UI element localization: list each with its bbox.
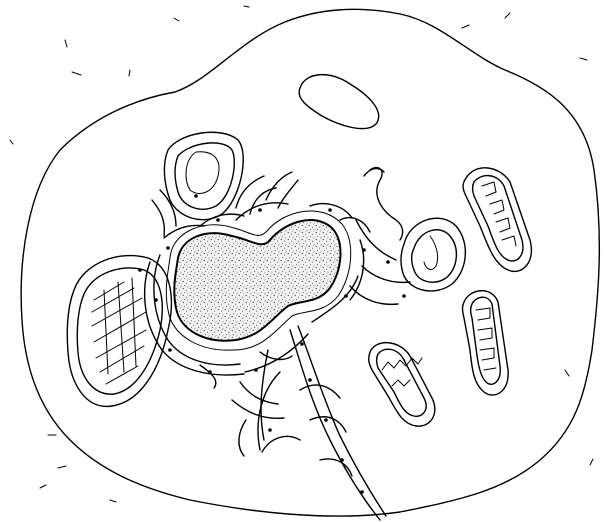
chloroplast-upper <box>164 132 243 219</box>
mitochondrion-3 <box>369 343 435 427</box>
mitochondrion-2 <box>463 291 509 395</box>
endoplasmic-reticulum <box>145 172 410 520</box>
vacuole <box>299 75 379 129</box>
nucleus <box>166 211 350 350</box>
mitochondrion-round <box>364 168 465 291</box>
chloroplast <box>67 256 171 407</box>
mitochondrion-1 <box>463 168 531 272</box>
